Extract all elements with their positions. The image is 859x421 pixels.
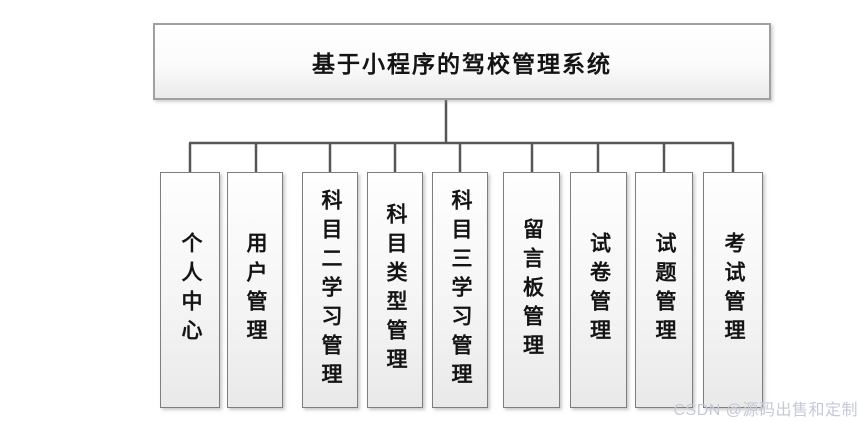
child-node-label: 试卷管理	[587, 232, 611, 348]
child-node-user-management: 用户管理	[227, 172, 283, 408]
child-node-test-question-management: 试题管理	[635, 172, 693, 408]
child-node-label: 个人中心	[179, 232, 202, 348]
child-node-label: 科目二学习管理	[319, 188, 342, 392]
child-node-subject3-learning-management: 科目三学习管理	[432, 172, 488, 408]
root-node: 基于小程序的驾校管理系统	[153, 23, 771, 100]
csdn-watermark: CSDN @源码出售和定制	[673, 402, 858, 419]
child-node-label: 科目类型管理	[384, 203, 407, 377]
child-node-label: 科目三学习管理	[449, 188, 472, 392]
child-node-label: 考试管理	[722, 232, 745, 348]
child-node-label: 留言板管理	[520, 217, 544, 363]
child-node-subject2-learning-management: 科目二学习管理	[302, 172, 358, 408]
child-node-test-paper-management: 试卷管理	[570, 172, 627, 408]
child-node-personal-center: 个人中心	[160, 172, 220, 408]
child-node-label: 用户管理	[244, 232, 267, 348]
child-node-label: 试题管理	[653, 232, 676, 348]
child-node-subject-type-management: 科目类型管理	[367, 172, 423, 408]
child-node-message-board-management: 留言板管理	[503, 172, 560, 408]
child-node-exam-management: 考试管理	[703, 172, 763, 408]
root-node-label: 基于小程序的驾校管理系统	[312, 50, 612, 77]
